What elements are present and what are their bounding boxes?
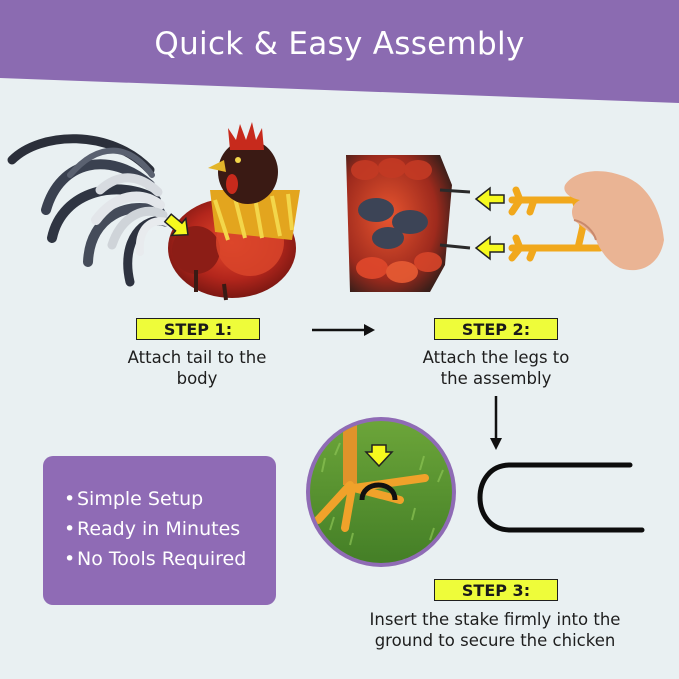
- feature-item: •Simple Setup: [64, 484, 276, 514]
- arrow-down-icon: [490, 396, 502, 450]
- step-2-badge: STEP 2:: [434, 318, 558, 340]
- bullet-icon: •: [64, 488, 76, 510]
- step-1-badge: STEP 1:: [136, 318, 260, 340]
- u-shaped-stake-image: [477, 462, 645, 533]
- arrow-right-icon: [312, 324, 375, 336]
- body-and-legs-image: [346, 155, 664, 292]
- step-1-description: Attach tail to the body: [127, 348, 267, 388]
- feature-item: •No Tools Required: [64, 544, 276, 574]
- features-list: •Simple Setup •Ready in Minutes •No Tool…: [43, 456, 276, 574]
- stake-in-ground-image: [306, 417, 456, 567]
- title-banner: [0, 0, 679, 103]
- features-box: •Simple Setup •Ready in Minutes •No Tool…: [43, 456, 276, 605]
- page-title: Quick & Easy Assembly: [154, 26, 525, 62]
- step-2-description: Attach the legs to the assembly: [422, 348, 570, 388]
- step-3-badge: STEP 3:: [434, 579, 558, 601]
- rooster-with-tail-image: [7, 122, 300, 301]
- feature-item: •Ready in Minutes: [64, 514, 276, 544]
- bullet-icon: •: [64, 548, 76, 570]
- step-3-description: Insert the stake firmly into the ground …: [369, 610, 621, 650]
- bullet-icon: •: [64, 518, 76, 540]
